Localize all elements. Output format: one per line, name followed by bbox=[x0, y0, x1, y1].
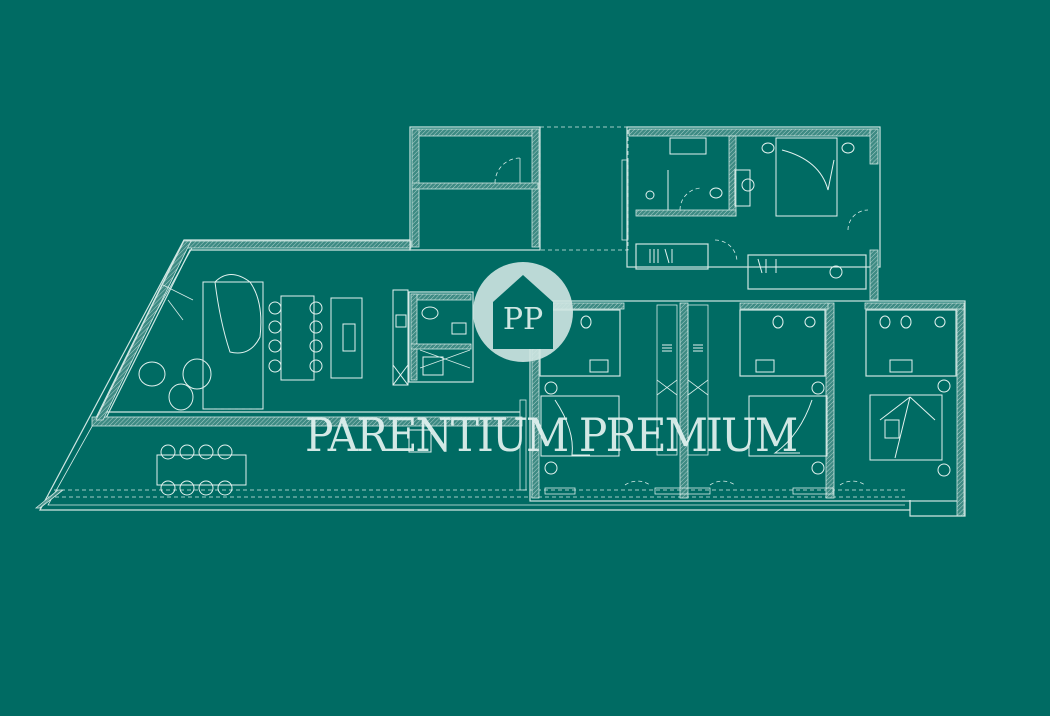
bedroom-wing bbox=[519, 300, 966, 517]
brand-watermark: PARENTIUM PREMIUM bbox=[305, 408, 798, 462]
dining-chairs bbox=[268, 301, 323, 373]
terrace-furniture bbox=[156, 444, 247, 496]
storage-block bbox=[409, 126, 629, 251]
logo-monogram: PP bbox=[503, 302, 543, 337]
brand-logo: PP bbox=[473, 262, 573, 362]
guest-wc bbox=[408, 291, 474, 453]
living-furniture bbox=[138, 274, 409, 411]
outer-walls bbox=[34, 239, 911, 511]
master-suite bbox=[621, 126, 881, 301]
